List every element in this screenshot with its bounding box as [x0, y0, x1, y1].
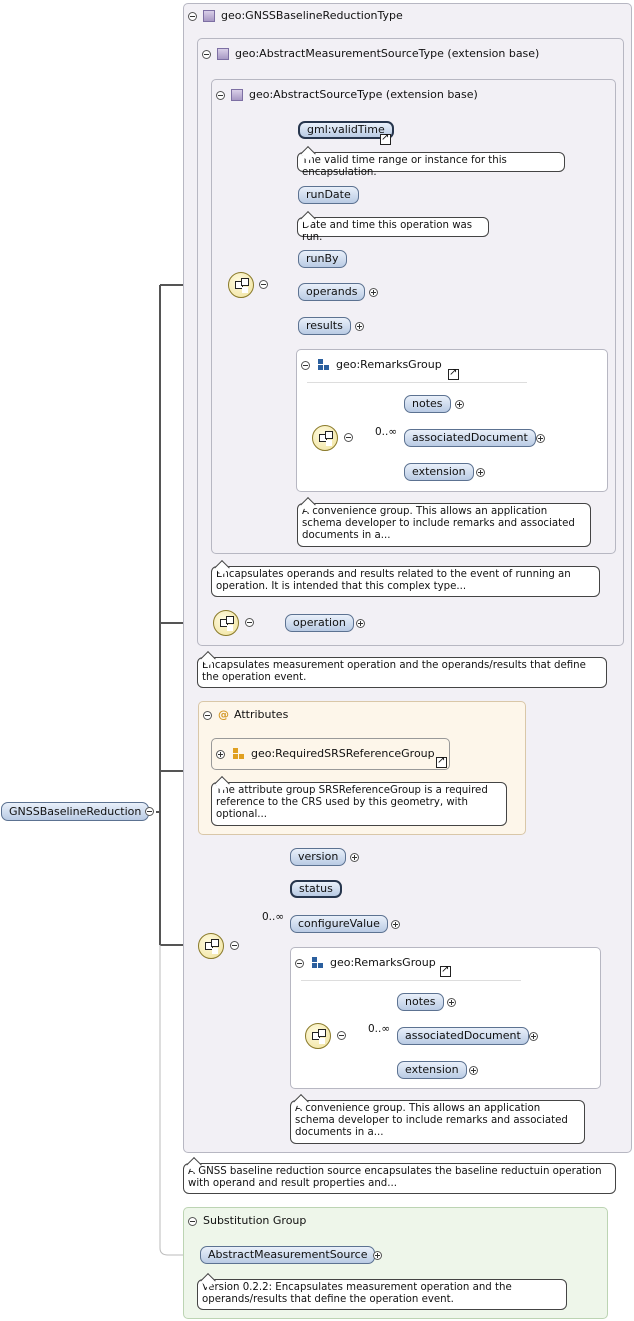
valid-time-annotation: The valid time range or instance for thi… [297, 152, 565, 178]
collapse-icon[interactable] [145, 807, 154, 816]
divider [307, 382, 527, 383]
remarks-group-header: geo:RemarksGroup [301, 357, 442, 373]
operands-element[interactable]: operands [298, 283, 366, 301]
attributes-header: @ Attributes [203, 707, 288, 723]
expand-icon[interactable] [216, 749, 225, 759]
goto-icon[interactable] [440, 964, 451, 977]
collapse-icon[interactable] [230, 941, 239, 950]
attribute-group-icon [233, 748, 245, 760]
valid-time-element[interactable]: gml:validTime [298, 121, 394, 139]
expand-icon[interactable] [469, 1066, 478, 1075]
extension-element-2[interactable]: extension [397, 1061, 467, 1079]
collapse-icon[interactable] [344, 433, 353, 442]
collapse-icon[interactable] [188, 1216, 197, 1226]
type-box-header: geo:GNSSBaselineReductionType [188, 8, 403, 24]
run-date-annotation: Date and time this operation was run. [297, 217, 489, 243]
choice-compositor-icon[interactable] [312, 425, 338, 451]
substitution-group-header: Substitution Group [188, 1213, 306, 1229]
abstract-measurement-source-element[interactable]: AbstractMeasurementSource [200, 1246, 376, 1264]
attributes-title: Attributes [234, 708, 289, 721]
expand-icon[interactable] [369, 288, 378, 297]
notes-element[interactable]: notes [404, 395, 451, 413]
status-element[interactable]: status [290, 880, 342, 898]
expand-icon[interactable] [356, 619, 365, 628]
sequence-compositor-icon[interactable] [228, 272, 254, 298]
group-icon [318, 359, 330, 371]
complex-type-icon [203, 10, 215, 22]
expand-icon[interactable] [355, 322, 364, 331]
attribute-icon: @ [218, 708, 229, 721]
expand-icon[interactable] [476, 468, 485, 477]
run-by-element[interactable]: runBy [298, 250, 347, 268]
version-element[interactable]: version [290, 848, 347, 866]
associated-document-element[interactable]: associatedDocument [404, 429, 536, 447]
goto-icon[interactable] [436, 755, 447, 768]
expand-icon[interactable] [373, 1251, 382, 1260]
complex-type-icon [231, 89, 243, 101]
remarks-group-title-2: geo:RemarksGroup [330, 956, 436, 969]
collapse-icon[interactable] [202, 49, 211, 59]
complex-type-icon [217, 48, 229, 60]
srs-attribute-group-title: geo:RequiredSRSReferenceGroup [251, 747, 435, 760]
substitution-annotation: Version 0.2.2: Encapsulates measurement … [197, 1279, 567, 1310]
sequence-compositor-icon[interactable] [213, 610, 239, 636]
collapse-icon[interactable] [245, 618, 254, 627]
srs-attribute-group[interactable]: geo:RequiredSRSReferenceGroup [211, 738, 450, 770]
collapse-icon[interactable] [301, 360, 310, 370]
type-box-title: geo:GNSSBaselineReductionType [221, 9, 403, 22]
cardinality-label: 0..∞ [368, 1023, 391, 1035]
remarks-group-header-2: geo:RemarksGroup [295, 955, 436, 971]
extension-base-annotation: Encapsulates measurement operation and t… [197, 657, 607, 688]
collapse-icon[interactable] [188, 11, 197, 21]
remarks-group-annotation-2: A convenience group. This allows an appl… [290, 1100, 585, 1144]
associated-document-element-2[interactable]: associatedDocument [397, 1027, 529, 1045]
cardinality-label: 0..∞ [375, 426, 398, 438]
goto-icon[interactable] [380, 132, 391, 145]
srs-attribute-group-header: geo:RequiredSRSReferenceGroup [216, 746, 435, 762]
extension-base-header: geo:AbstractMeasurementSourceType (exten… [202, 46, 539, 62]
configure-value-element[interactable]: configureValue [290, 915, 388, 933]
choice-compositor-icon[interactable] [305, 1023, 331, 1049]
substitution-group-title: Substitution Group [203, 1214, 307, 1227]
extension-element[interactable]: extension [404, 463, 474, 481]
remarks-group-title: geo:RemarksGroup [336, 358, 442, 371]
expand-icon[interactable] [447, 998, 456, 1007]
abstract-source-title: geo:AbstractSourceType (extension base) [249, 88, 478, 101]
abstract-source-annotation: Encapsulates operands and results relate… [211, 566, 600, 597]
expand-icon[interactable] [529, 1032, 538, 1041]
collapse-icon[interactable] [259, 280, 268, 289]
type-box-annotation: A GNSS baseline reduction source encapsu… [183, 1163, 616, 1194]
remarks-group-annotation: A convenience group. This allows an appl… [297, 503, 591, 547]
expand-icon[interactable] [350, 853, 359, 862]
results-element[interactable]: results [298, 317, 351, 335]
cardinality-label: 0..∞ [262, 911, 285, 923]
collapse-icon[interactable] [216, 90, 225, 100]
divider [301, 980, 521, 981]
notes-element-2[interactable]: notes [397, 993, 444, 1011]
collapse-icon[interactable] [295, 958, 304, 968]
expand-icon[interactable] [391, 920, 400, 929]
run-date-element[interactable]: runDate [298, 186, 359, 204]
expand-icon[interactable] [455, 400, 464, 409]
collapse-icon[interactable] [203, 710, 212, 720]
extension-base-title: geo:AbstractMeasurementSourceType (exten… [235, 47, 540, 60]
goto-icon[interactable] [448, 367, 459, 380]
abstract-source-header: geo:AbstractSourceType (extension base) [216, 87, 478, 103]
sequence-compositor-icon[interactable] [198, 933, 224, 959]
operation-element[interactable]: operation [285, 614, 354, 632]
group-icon [312, 957, 324, 969]
collapse-icon[interactable] [337, 1031, 346, 1040]
gnss-baseline-reduction-element[interactable]: GNSSBaselineReduction [1, 802, 150, 821]
srs-attribute-annotation: The attribute group SRSReferenceGroup is… [211, 782, 507, 826]
expand-icon[interactable] [536, 434, 545, 443]
